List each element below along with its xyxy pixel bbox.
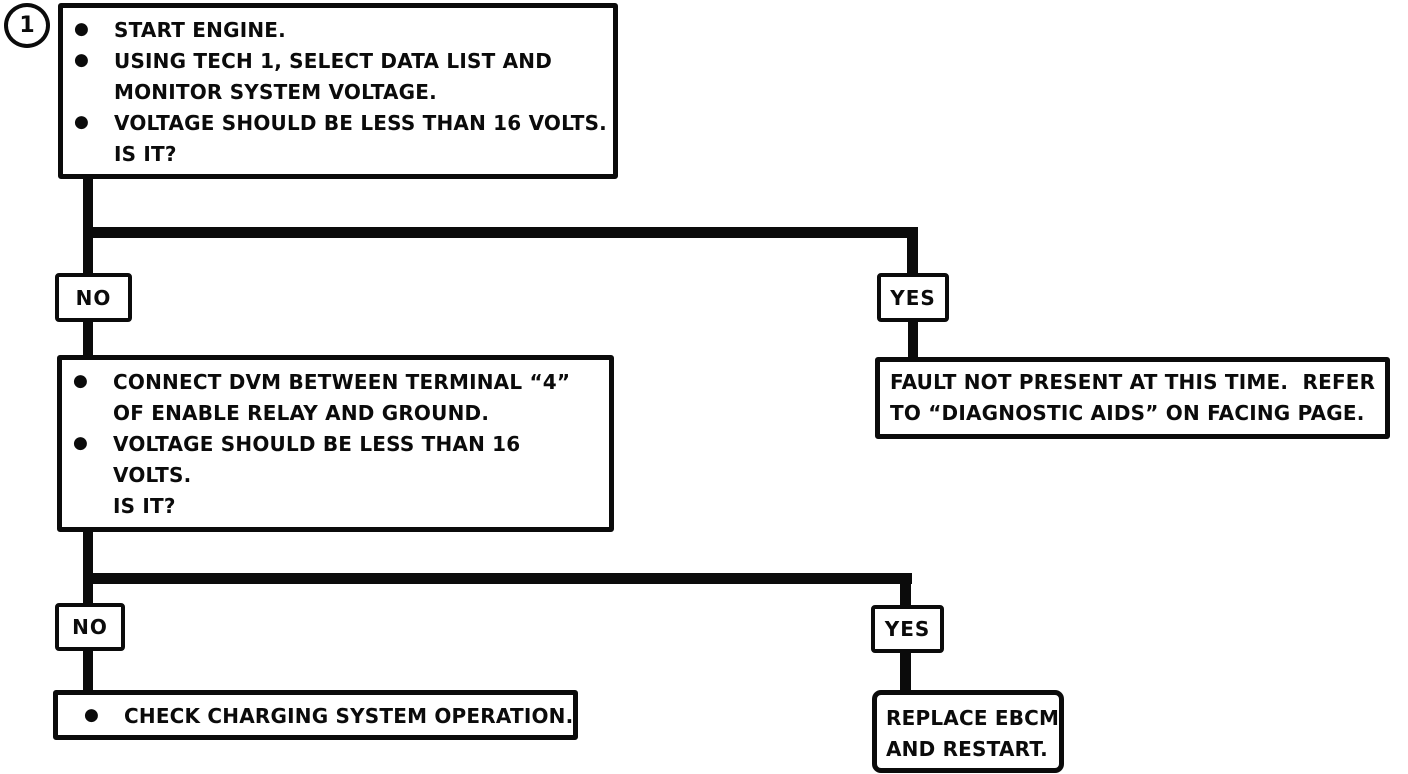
text-line: CONNECT DVM BETWEEN TERMINAL “4”	[113, 369, 571, 394]
step-number: 1	[19, 13, 35, 38]
box-replace-ebcm: REPLACE EBCM AND RESTART.	[872, 690, 1064, 773]
no-label-text: NO	[75, 285, 112, 310]
bullet-icon: ●	[74, 50, 89, 70]
text-row: IS IT?	[62, 490, 609, 521]
yes-label-text: YES	[890, 285, 936, 310]
label-no-2: NO	[55, 603, 125, 651]
text-row: AND RESTART.	[886, 733, 1059, 764]
text-row: REPLACE EBCM	[886, 702, 1059, 733]
text-line: IS IT?	[113, 493, 176, 518]
box-connect-dvm-check: ● CONNECT DVM BETWEEN TERMINAL “4” OF EN…	[57, 355, 614, 532]
connector-right-drop-1	[907, 227, 918, 277]
text-row: ● VOLTAGE SHOULD BE LESS THAN 16	[62, 428, 609, 459]
connector-no2-to-box	[83, 649, 93, 694]
text-line: MONITOR SYSTEM VOLTAGE.	[114, 79, 437, 104]
label-no-1: NO	[55, 273, 132, 322]
text-line: OF ENABLE RELAY AND GROUND.	[113, 400, 490, 425]
text-line: CHECK CHARGING SYSTEM OPERATION.	[124, 703, 574, 728]
text-row: FAULT NOT PRESENT AT THIS TIME. REFER	[890, 366, 1385, 397]
connector-left-drop-2	[83, 529, 93, 607]
text-row: TO “DIAGNOSTIC AIDS” ON FACING PAGE.	[890, 397, 1385, 428]
bullet-icon: ●	[73, 371, 88, 391]
text-line: START ENGINE.	[114, 17, 286, 42]
label-yes-2: YES	[871, 605, 944, 653]
text-row: ● START ENGINE.	[63, 14, 613, 45]
text-row: IS IT?	[63, 138, 613, 169]
text-line: VOLTAGE SHOULD BE LESS THAN 16 VOLTS.	[114, 110, 607, 135]
text-line: IS IT?	[114, 141, 177, 166]
box-check-charging-system: ● CHECK CHARGING SYSTEM OPERATION.	[53, 690, 578, 740]
connector-yes2-to-box	[900, 651, 911, 694]
text-line: VOLTS.	[113, 462, 192, 487]
connector-yes1-to-box	[908, 320, 918, 362]
no-label-text: NO	[72, 615, 108, 639]
text-line: TO “DIAGNOSTIC AIDS” ON FACING PAGE.	[890, 400, 1365, 425]
box-start-engine-check: ● START ENGINE. ● USING TECH 1, SELECT D…	[58, 3, 618, 179]
text-line: AND RESTART.	[886, 736, 1048, 761]
connector-right-drop-2	[900, 573, 911, 609]
text-line: USING TECH 1, SELECT DATA LIST AND	[114, 48, 552, 73]
bullet-icon: ●	[73, 433, 88, 453]
text-row: ● CONNECT DVM BETWEEN TERMINAL “4”	[62, 366, 609, 397]
text-row: ● VOLTAGE SHOULD BE LESS THAN 16 VOLTS.	[63, 107, 613, 138]
text-line: FAULT NOT PRESENT AT THIS TIME. REFER	[890, 369, 1376, 394]
text-row: MONITOR SYSTEM VOLTAGE.	[63, 76, 613, 107]
label-yes-1: YES	[877, 273, 949, 322]
yes-label-text: YES	[884, 617, 931, 641]
connector-no1-to-box	[83, 319, 93, 359]
box-fault-not-present: FAULT NOT PRESENT AT THIS TIME. REFER TO…	[875, 357, 1390, 439]
bullet-icon: ●	[74, 112, 89, 132]
text-row: OF ENABLE RELAY AND GROUND.	[62, 397, 609, 428]
text-row: VOLTS.	[62, 459, 609, 490]
bullet-icon: ●	[84, 705, 99, 725]
text-line: VOLTAGE SHOULD BE LESS THAN 16	[113, 431, 521, 456]
text-row: ● CHECK CHARGING SYSTEM OPERATION.	[58, 700, 573, 731]
bullet-icon: ●	[74, 19, 89, 39]
connector-branch-bar-2	[83, 573, 912, 584]
connector-branch-bar-1	[83, 227, 918, 238]
text-line: REPLACE EBCM	[886, 705, 1060, 730]
text-row: ● USING TECH 1, SELECT DATA LIST AND	[63, 45, 613, 76]
step-number-circle: 1	[4, 3, 50, 48]
